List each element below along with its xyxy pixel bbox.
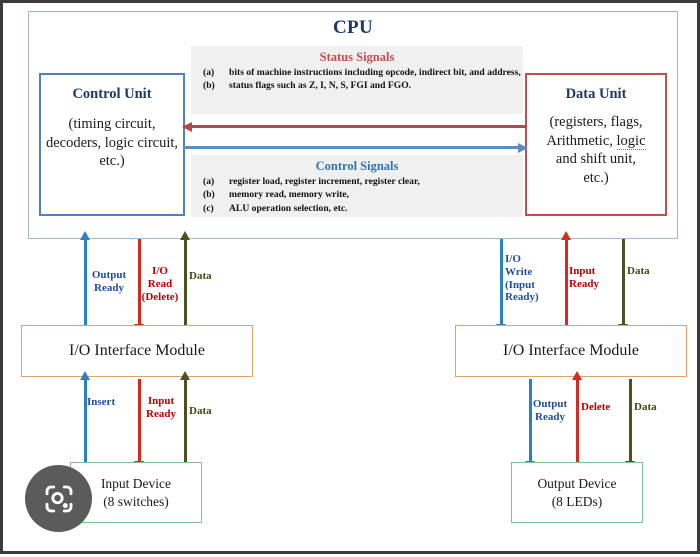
- cpu-title: CPU: [333, 17, 373, 38]
- arrow-shaft: [499, 239, 503, 325]
- arrow-head-up: [180, 231, 190, 240]
- label-data-right-lower: Data: [634, 401, 657, 413]
- control-item-text: ALU operation selection, etc.: [229, 202, 348, 214]
- label-data-right-upper: Data: [627, 265, 650, 277]
- arrow-head-up: [180, 371, 190, 380]
- control-unit-box: Control Unit (timing circuit, decoders, …: [39, 73, 185, 216]
- control-arrow-shaft: [183, 146, 527, 149]
- data-unit-line2-pre: Arithmetic,: [546, 132, 617, 149]
- control-signal-item: (b) memory read, memory write,: [191, 189, 523, 201]
- arrow-shaft: [628, 379, 632, 462]
- data-unit-body: (registers, flags, Arithmetic, logic and…: [542, 113, 649, 187]
- label-data-left-lower: Data: [189, 405, 212, 417]
- arrow-shaft: [137, 239, 141, 325]
- arrow-shaft: [575, 379, 579, 462]
- control-item-text: register load, register increment, regis…: [229, 176, 420, 187]
- io-interface-module-right: I/O Interface Module: [455, 325, 687, 377]
- status-signals-panel: Status Signals (a) bits of machine instr…: [191, 46, 523, 114]
- arrow-shaft: [621, 239, 625, 325]
- status-item-marker: (b): [203, 80, 215, 92]
- control-item-marker: (a): [203, 176, 215, 187]
- label-io-read-delete: I/O Read (Delete): [141, 265, 179, 303]
- label-output-ready-left-upper: Output Ready: [91, 269, 127, 294]
- status-signal-item: (b) status flags such as Z, I, N, S, FGI…: [191, 80, 523, 92]
- arrow-shaft: [83, 239, 87, 325]
- io-right-label: I/O Interface Module: [503, 342, 639, 359]
- arrow-shaft: [564, 239, 568, 325]
- status-arrow-shaft: [183, 125, 527, 128]
- label-data-left-upper: Data: [189, 270, 212, 282]
- arrow-shaft: [528, 379, 532, 462]
- data-unit-box: Data Unit (registers, flags, Arithmetic,…: [525, 73, 667, 216]
- control-signals-title: Control Signals: [315, 159, 399, 173]
- io-interface-module-left: I/O Interface Module: [21, 325, 253, 377]
- input-device-line1: Input Device: [100, 475, 172, 491]
- label-output-ready-right-lower: Output Ready: [532, 398, 568, 423]
- control-item-text: memory read, memory write,: [229, 189, 349, 201]
- control-arrow-head: [518, 142, 528, 153]
- data-unit-line3: and shift unit,: [555, 151, 637, 168]
- label-input-ready-right-upper: Input Ready: [569, 265, 599, 290]
- data-unit-line2-logic: logic: [616, 132, 646, 150]
- label-delete: Delete: [581, 401, 611, 413]
- lens-camera-icon: [45, 485, 72, 512]
- arrow-head-up: [561, 231, 571, 240]
- input-device-line2: (8 switches): [103, 493, 169, 509]
- arrow-shaft: [183, 379, 187, 462]
- status-signals-title: Status Signals: [319, 50, 395, 64]
- arrow-shaft: [137, 379, 141, 462]
- status-signals-list: (a) bits of machine instructions includi…: [191, 67, 523, 93]
- status-arrow-head: [182, 121, 192, 132]
- control-item-marker: (c): [203, 202, 214, 214]
- status-item-text: status flags such as Z, I, N, S, FGI and…: [229, 80, 412, 92]
- label-input-ready-left-lower: Input Ready: [146, 395, 176, 420]
- arrow-head-up: [80, 231, 90, 240]
- label-insert: Insert: [87, 396, 116, 408]
- data-unit-line1: (registers, flags,: [549, 114, 643, 130]
- arrow-head-up: [572, 371, 582, 380]
- output-device-line1: Output Device: [537, 475, 617, 491]
- arrow-shaft: [83, 379, 87, 462]
- diagram-canvas: CPU Status Signals (a) bits of machine i…: [3, 3, 700, 557]
- control-unit-title: Control Unit: [72, 86, 152, 102]
- data-unit-title: Data Unit: [565, 86, 627, 102]
- arrow-head-up: [80, 371, 90, 380]
- control-signals-panel: Control Signals (a) register load, regis…: [191, 155, 523, 217]
- lens-search-button[interactable]: [25, 465, 92, 532]
- control-signal-item: (c) ALU operation selection, etc.: [191, 203, 523, 215]
- control-item-marker: (b): [203, 189, 215, 201]
- status-item-text: bits of machine instructions including o…: [229, 67, 521, 78]
- control-signals-list: (a) register load, register increment, r…: [191, 176, 523, 215]
- io-left-label: I/O Interface Module: [69, 342, 205, 359]
- arrow-shaft: [183, 239, 187, 325]
- label-io-write-input-ready: I/O Write (Input Ready): [505, 253, 539, 304]
- status-item-marker: (a): [203, 67, 215, 78]
- data-unit-line4: etc.): [583, 169, 609, 186]
- control-unit-body: (timing circuit, decoders, logic circuit…: [45, 116, 179, 170]
- status-signal-item: (a) bits of machine instructions includi…: [191, 67, 523, 79]
- output-device-box: Output Device (8 LEDs): [511, 462, 643, 523]
- control-signal-item: (a) register load, register increment, r…: [191, 176, 523, 188]
- output-device-line2: (8 LEDs): [551, 493, 603, 509]
